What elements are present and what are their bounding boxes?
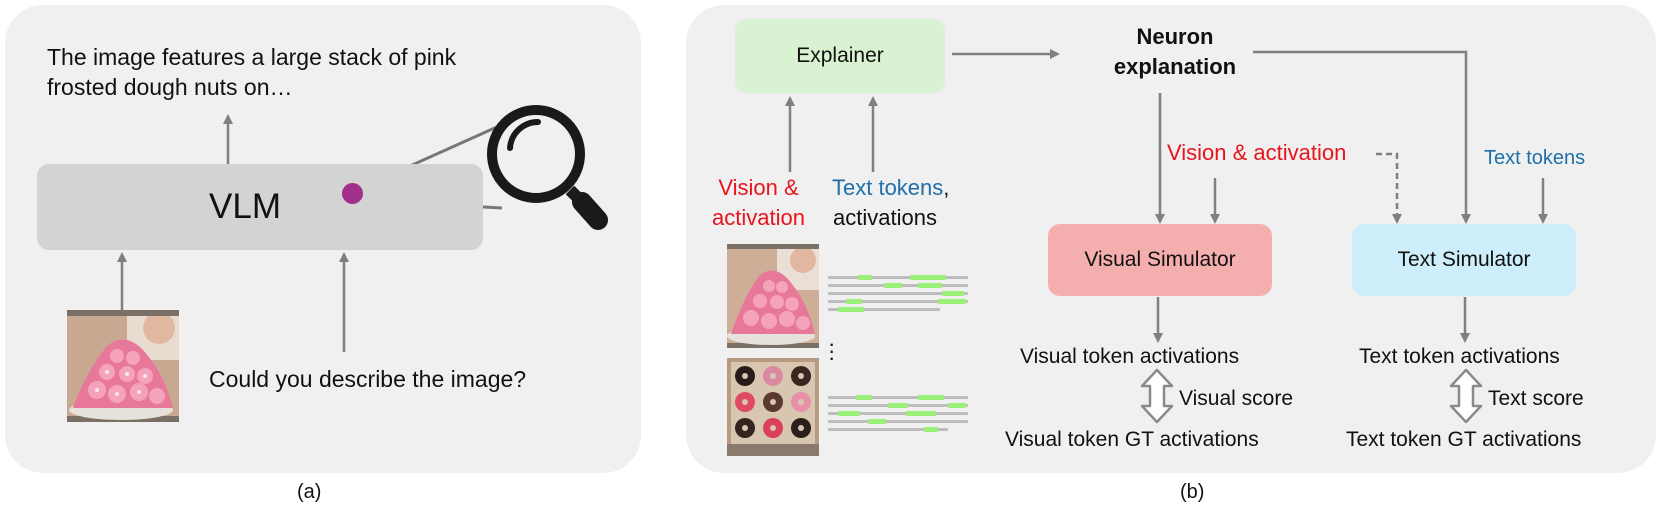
text-activation-snippet-2 [828, 395, 968, 436]
text-gt-activations-label: Text token GT activations [1346, 428, 1582, 451]
text-tokens-mid-label: Text tokens [1484, 147, 1586, 169]
text-simulator-box: Text Simulator [1352, 224, 1576, 296]
text-score-label: Text score [1488, 387, 1584, 410]
neuron-dot [342, 183, 363, 204]
generated-caption: The image features a large stack of pink… [47, 44, 457, 100]
visual-token-activations-label: Visual token activations [1020, 345, 1240, 368]
text-simulator-label: Text Simulator [1397, 248, 1531, 271]
text-tokens-word: Text tokens [832, 175, 944, 200]
vision-activation-mid-label: Vision & activation [1167, 140, 1347, 165]
visual-simulator-label: Visual Simulator [1084, 248, 1236, 271]
user-question: Could you describe the image? [209, 366, 527, 392]
visual-score-label: Visual score [1179, 387, 1294, 410]
explainer-box: Explainer [735, 19, 945, 93]
arrow-explanation-to-text-sim [1253, 50, 1471, 224]
text-token-activations-label: Text token activations [1359, 345, 1560, 368]
vlm-label: VLM [209, 187, 281, 226]
vision-activation-input-label: Vision & activation [712, 175, 805, 230]
text-tokens-comma: , [943, 175, 950, 200]
panel-b-label: (b) [1180, 481, 1205, 503]
arrow-vision-dashed-to-text-sim [1376, 152, 1402, 224]
vlm-box: VLM [37, 164, 483, 250]
donut-stack-thumbnail [727, 244, 819, 348]
text-activation-snippet-1 [828, 275, 968, 316]
activations-input-label: activations [833, 205, 937, 230]
visual-score-double-arrow [1140, 368, 1174, 424]
visual-simulator-box: Visual Simulator [1048, 224, 1272, 296]
neuron-explanation-label: Neuron explanation [1113, 24, 1237, 79]
text-score-double-arrow [1449, 368, 1483, 424]
donut-stack-photo [67, 310, 179, 422]
text-tokens-input-label: Text tokens, [832, 173, 949, 203]
donut-box-thumbnail [727, 358, 819, 456]
visual-gt-activations-label: Visual token GT activations [1005, 428, 1259, 451]
more-examples-ellipsis: ··· [828, 331, 836, 370]
explainer-label: Explainer [796, 44, 884, 67]
magnifier-icon [487, 105, 608, 230]
panel-a-label: (a) [297, 481, 322, 503]
